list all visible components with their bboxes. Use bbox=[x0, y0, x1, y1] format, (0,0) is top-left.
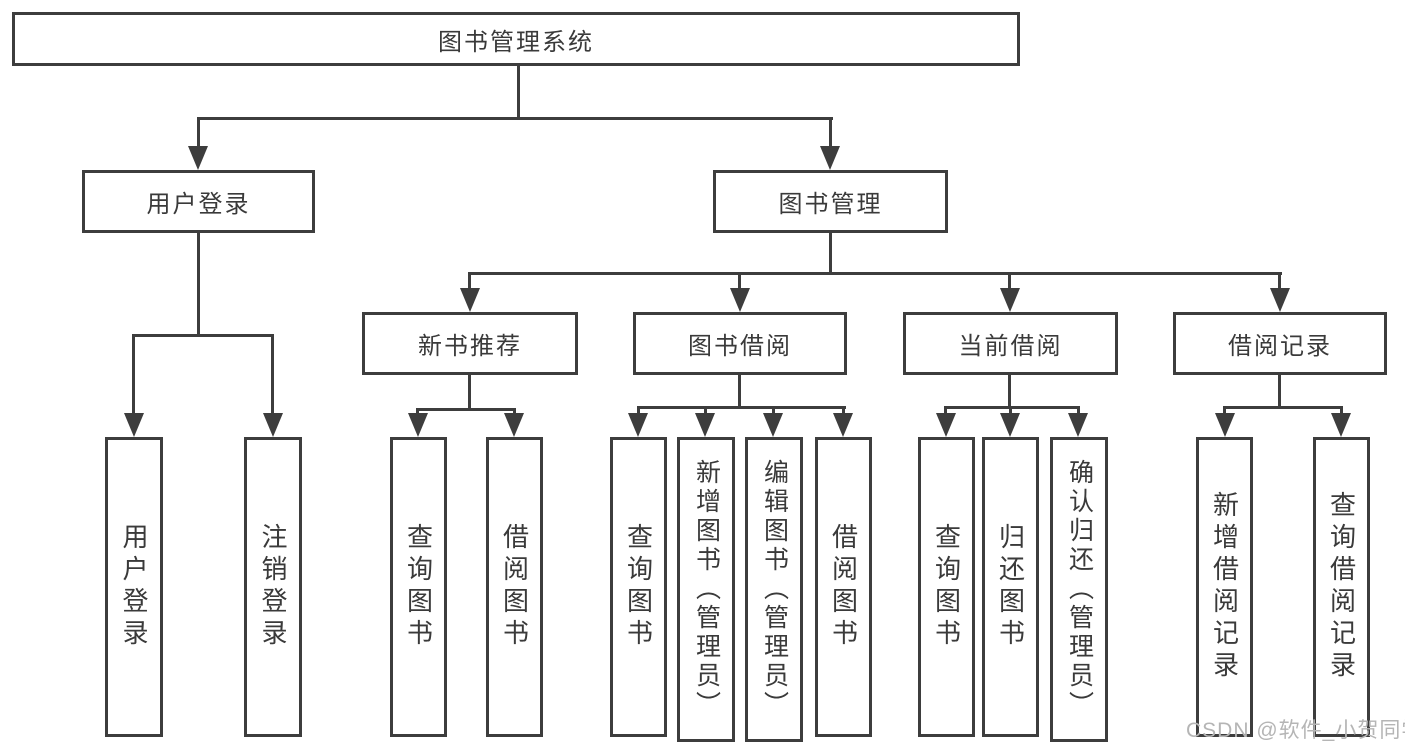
leaf-br-query-record: 查询借阅记录 bbox=[1313, 437, 1370, 737]
connector-line bbox=[197, 117, 833, 120]
leaf-nb-query-books-label: 查询图书 bbox=[403, 523, 434, 651]
leaf-cb-return-books: 归还图书 bbox=[982, 437, 1039, 737]
node-borrow-records: 借阅记录 bbox=[1173, 312, 1387, 375]
arrowhead-down-icon bbox=[504, 413, 524, 437]
connector-line bbox=[1008, 375, 1011, 406]
node-user-login: 用户登录 bbox=[82, 170, 315, 233]
connector-line bbox=[517, 66, 520, 117]
connector-line bbox=[637, 406, 640, 416]
node-root: 图书管理系统 bbox=[12, 12, 1020, 66]
leaf-bb-borrow-books: 借阅图书 bbox=[815, 437, 872, 737]
arrowhead-down-icon bbox=[1000, 413, 1020, 437]
connector-line bbox=[1223, 406, 1226, 416]
connector-line bbox=[637, 406, 846, 409]
node-book-borrow: 图书借阅 bbox=[633, 312, 847, 375]
connector-line bbox=[1009, 406, 1012, 416]
csdn-watermark: CSDN @软件_小贺同学 bbox=[1186, 719, 1405, 742]
node-user-login-label: 用户登录 bbox=[146, 191, 251, 218]
arrowhead-down-icon bbox=[628, 413, 648, 437]
arrowhead-down-icon bbox=[695, 413, 715, 437]
connector-line bbox=[271, 334, 274, 415]
node-root-label: 图书管理系统 bbox=[438, 28, 594, 56]
node-new-books-label: 新书推荐 bbox=[418, 333, 522, 360]
leaf-cb-query-books: 查询图书 bbox=[918, 437, 975, 737]
arrowhead-down-icon bbox=[820, 146, 840, 170]
connector-line bbox=[132, 334, 135, 415]
leaf-nb-query-books: 查询图书 bbox=[390, 437, 447, 737]
connector-line bbox=[704, 406, 707, 416]
arrowhead-down-icon bbox=[460, 288, 480, 312]
arrowhead-down-icon bbox=[408, 413, 428, 437]
leaf-user-login: 用户登录 bbox=[105, 437, 163, 737]
connector-line bbox=[1077, 406, 1080, 416]
node-book-borrow-label: 图书借阅 bbox=[688, 333, 792, 360]
arrowhead-down-icon bbox=[1000, 288, 1020, 312]
arrowhead-down-icon bbox=[124, 413, 144, 437]
node-new-books: 新书推荐 bbox=[362, 312, 578, 375]
leaf-bb-add-books-admin: 新增图书（管理员） bbox=[677, 437, 735, 742]
arrowhead-down-icon bbox=[936, 413, 956, 437]
node-current-borrow: 当前借阅 bbox=[903, 312, 1118, 375]
connector-line bbox=[944, 406, 947, 416]
leaf-bb-query-books: 查询图书 bbox=[610, 437, 667, 737]
leaf-br-add-record-label: 新增借阅记录 bbox=[1209, 491, 1240, 683]
connector-line bbox=[513, 408, 516, 416]
leaf-user-login-label: 用户登录 bbox=[119, 523, 149, 651]
node-book-mgmt: 图书管理 bbox=[713, 170, 948, 233]
leaf-br-add-record: 新增借阅记录 bbox=[1196, 437, 1253, 737]
arrowhead-down-icon bbox=[188, 146, 208, 170]
connector-line bbox=[772, 406, 775, 416]
node-book-mgmt-label: 图书管理 bbox=[778, 191, 883, 218]
connector-line bbox=[468, 272, 471, 292]
leaf-cb-confirm-return-admin-label: 确认归还（管理员） bbox=[1065, 459, 1094, 720]
connector-line bbox=[468, 375, 471, 408]
leaf-bb-edit-books-admin-label: 编辑图书（管理员） bbox=[760, 459, 789, 720]
arrowhead-down-icon bbox=[730, 288, 750, 312]
arrowhead-down-icon bbox=[763, 413, 783, 437]
connector-line bbox=[416, 408, 419, 416]
leaf-nb-borrow-books-label: 借阅图书 bbox=[499, 523, 530, 651]
connector-line bbox=[1008, 272, 1011, 292]
connector-line bbox=[944, 406, 1080, 409]
leaf-cb-query-books-label: 查询图书 bbox=[931, 523, 962, 651]
arrowhead-down-icon bbox=[1068, 413, 1088, 437]
connector-line bbox=[1278, 375, 1281, 406]
connector-line bbox=[132, 334, 274, 337]
connector-line bbox=[738, 375, 741, 406]
leaf-bb-borrow-books-label: 借阅图书 bbox=[828, 523, 859, 651]
node-current-borrow-label: 当前借阅 bbox=[958, 333, 1063, 360]
arrowhead-down-icon bbox=[263, 413, 283, 437]
connector-line bbox=[829, 233, 832, 272]
connector-line bbox=[1278, 272, 1281, 292]
connector-line bbox=[842, 406, 845, 416]
connector-line bbox=[416, 408, 516, 411]
connector-line bbox=[829, 117, 832, 149]
arrowhead-down-icon bbox=[1270, 288, 1290, 312]
leaf-bb-edit-books-admin: 编辑图书（管理员） bbox=[745, 437, 803, 742]
connector-line bbox=[1340, 406, 1343, 416]
connector-line bbox=[469, 272, 1282, 275]
leaf-cb-confirm-return-admin: 确认归还（管理员） bbox=[1050, 437, 1108, 742]
connector-line bbox=[197, 117, 200, 149]
node-borrow-records-label: 借阅记录 bbox=[1228, 333, 1332, 360]
leaf-br-query-record-label: 查询借阅记录 bbox=[1326, 491, 1357, 683]
leaf-logout-label: 注销登录 bbox=[258, 523, 288, 651]
leaf-bb-add-books-admin-label: 新增图书（管理员） bbox=[692, 459, 721, 720]
connector-line bbox=[197, 233, 200, 334]
arrowhead-down-icon bbox=[1331, 413, 1351, 437]
leaf-bb-query-books-label: 查询图书 bbox=[623, 523, 654, 651]
arrowhead-down-icon bbox=[1215, 413, 1235, 437]
leaf-nb-borrow-books: 借阅图书 bbox=[486, 437, 543, 737]
leaf-cb-return-books-label: 归还图书 bbox=[995, 523, 1026, 651]
leaf-logout: 注销登录 bbox=[244, 437, 302, 737]
connector-line bbox=[1223, 406, 1343, 409]
arrowhead-down-icon bbox=[833, 413, 853, 437]
connector-line bbox=[738, 272, 741, 292]
